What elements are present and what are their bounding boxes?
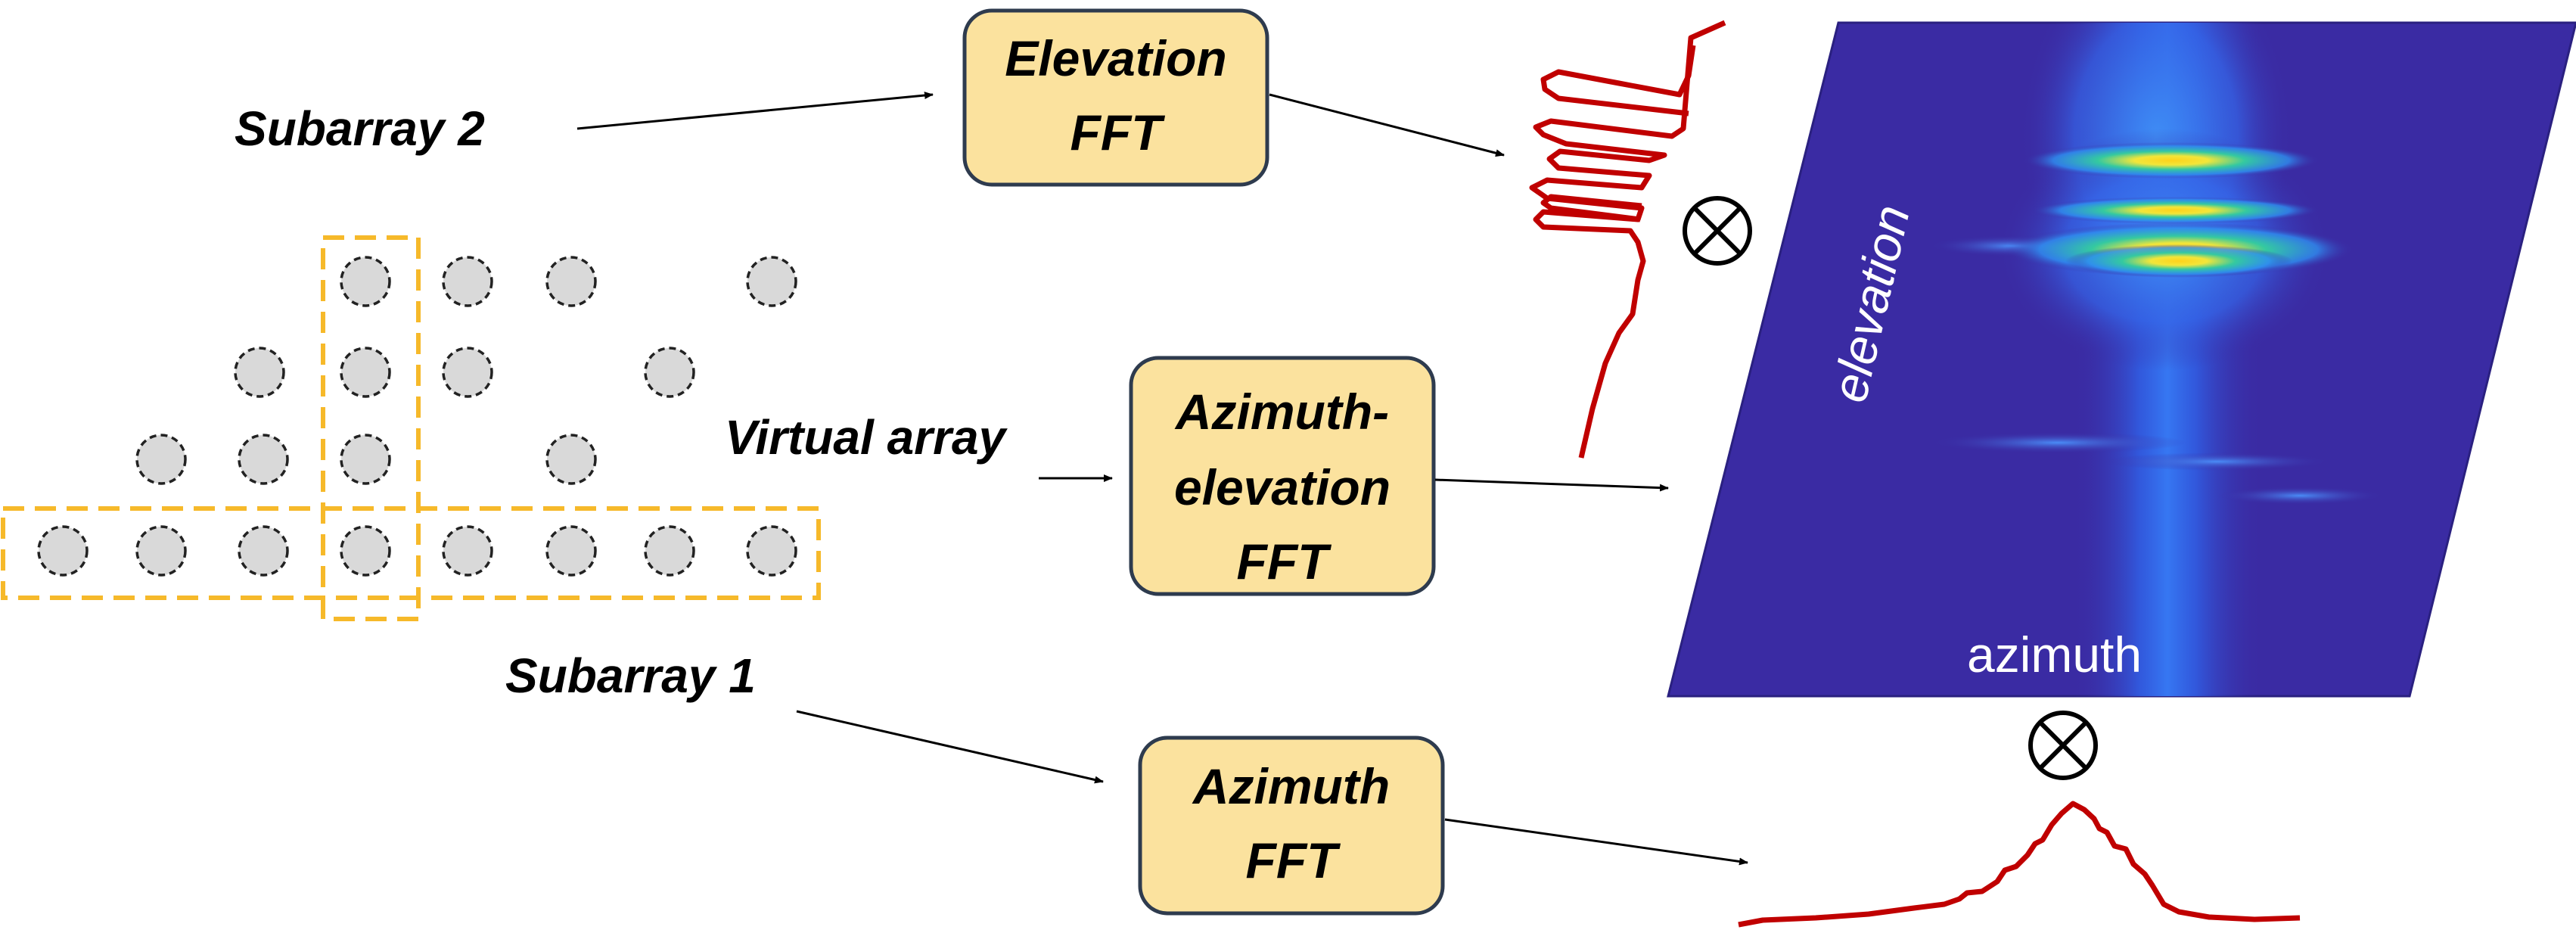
arrow-subarray2-to-elevation-fft: [576, 92, 934, 130]
virtual-array-label: Virtual array: [725, 410, 1008, 465]
array-element: [135, 434, 187, 485]
array-element: [340, 525, 391, 577]
azimuth-fft-line2: FFT: [1246, 832, 1341, 888]
array-element: [746, 525, 797, 577]
elevation-profile-curve-upper: [1540, 45, 1696, 222]
array-element: [644, 347, 695, 398]
array-element: [746, 256, 797, 307]
array-element: [238, 525, 289, 577]
array-element: [442, 256, 493, 307]
array-element: [238, 434, 289, 485]
az-el-fft-line1: Azimuth-: [1174, 384, 1389, 440]
array-element: [340, 347, 391, 398]
heatmap-azimuth-axis-label: azimuth: [1967, 627, 2142, 683]
circled-times-icon: [1683, 196, 1752, 266]
az-el-fft-line3: FFT: [1237, 533, 1332, 589]
arrow-elevation-fft-to-profile: [1269, 93, 1505, 157]
array-element: [135, 525, 187, 577]
arrow-subarray1-to-azimuth-fft: [796, 710, 1104, 784]
azimuth-profile-curve: [1738, 801, 2301, 928]
array-element: [234, 347, 285, 398]
array-element: [545, 256, 597, 307]
azimuth-elevation-heatmap: elevation azimuth: [1667, 21, 2576, 698]
azimuth-elevation-fft-box: Azimuth- elevation FFT: [1129, 356, 1436, 596]
elevation-fft-line1: Elevation: [1005, 30, 1226, 86]
subarray-2-outline: [321, 235, 421, 621]
virtual-array-elements: [37, 256, 797, 577]
array-element: [340, 256, 391, 307]
subarray-1-label: Subarray 1: [505, 648, 756, 703]
array-element: [37, 525, 89, 577]
array-element: [545, 525, 597, 577]
az-el-fft-line2: elevation: [1174, 459, 1391, 515]
array-element: [442, 347, 493, 398]
elevation-profile-curve: [1529, 20, 1726, 459]
elevation-fft-line2: FFT: [1070, 104, 1166, 160]
subarray-1-outline: [1, 506, 821, 600]
array-element: [442, 525, 493, 577]
arrow-az-el-fft-to-heatmap: [1434, 478, 1669, 492]
subarray-2-label: Subarray 2: [235, 101, 485, 156]
arrow-azimuth-fft-to-profile: [1444, 818, 1748, 866]
array-element: [340, 434, 391, 485]
circled-times-icon: [2028, 711, 2098, 780]
elevation-fft-box: Elevation FFT: [962, 8, 1269, 187]
array-element: [644, 525, 695, 577]
azimuth-fft-line1: Azimuth: [1192, 758, 1390, 814]
azimuth-fft-box: Azimuth FFT: [1138, 736, 1445, 916]
array-element: [545, 434, 597, 485]
